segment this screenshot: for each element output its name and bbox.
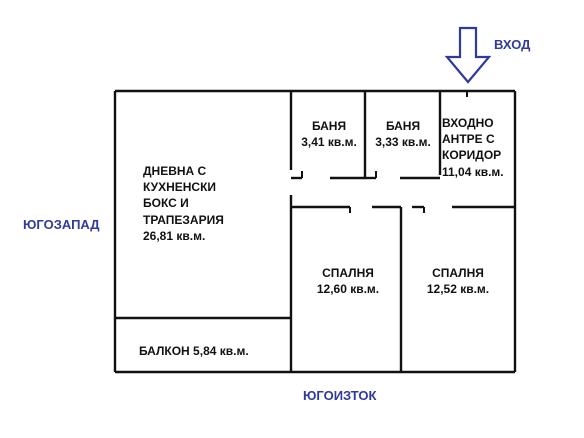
down-arrow-icon: [444, 26, 492, 84]
southwest-label: ЮГОЗАПАД: [23, 217, 100, 232]
room-bedroom2-label: СПАЛНЯ 12,52 кв.м.: [426, 266, 490, 297]
room-living-label: ДНЕВНА С КУХНЕНСКИ БОКС И ТРАПЕЗАРИЯ 26,…: [143, 164, 224, 243]
room-bath1-label: БАНЯ 3,41 кв.м.: [301, 119, 357, 150]
door-marks: [301, 91, 468, 213]
room-bedroom1-label: СПАЛНЯ 12,60 кв.м.: [316, 266, 380, 297]
room-bath2-label: БАНЯ 3,33 кв.м.: [375, 119, 431, 150]
room-hall-label: ВХОДНО АНТРЕ С КОРИДОР 11,04 кв.м.: [442, 116, 504, 179]
entrance-label: ВХОД: [494, 37, 531, 52]
walls: [113, 89, 517, 374]
room-balcony-label: БАЛКОН 5,84 кв.м.: [139, 344, 249, 358]
southeast-label: ЮГОИЗТОК: [303, 388, 377, 403]
